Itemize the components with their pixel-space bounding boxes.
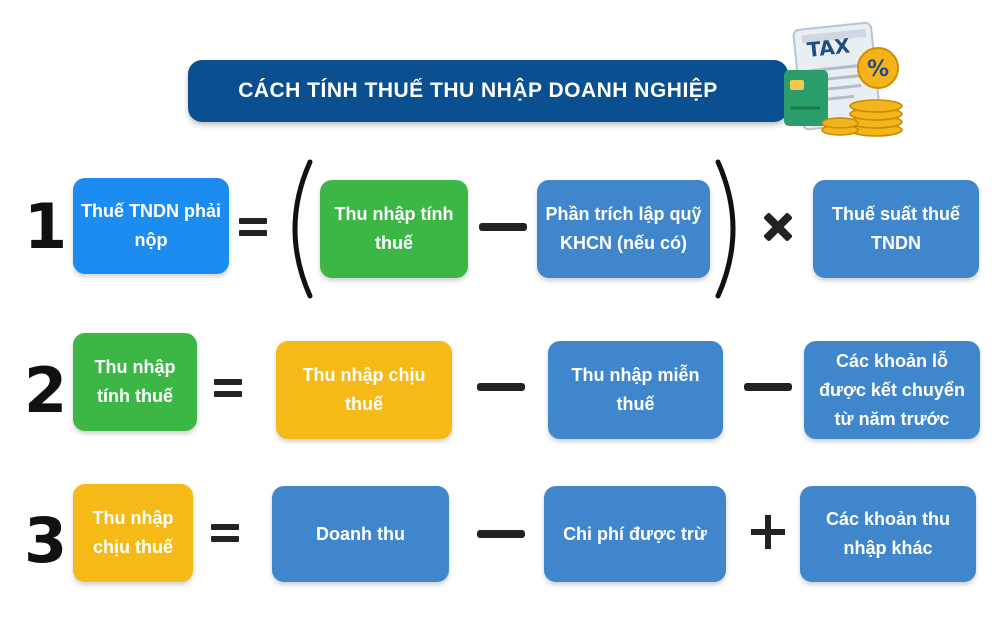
- row-1-number: 1: [24, 190, 68, 263]
- page-title: CÁCH TÍNH THUẾ THU NHẬP DOANH NGHIỆP: [238, 79, 718, 102]
- row-2-result-box: Thu nhập tính thuế: [73, 333, 197, 431]
- row-3-minus-sign: [477, 530, 525, 538]
- row-1-right-parenthesis: [715, 159, 736, 299]
- row-1-term-c-box: Thuế suất thuế TNDN: [813, 180, 979, 278]
- tax-document-icon: TAX %: [784, 21, 903, 137]
- row-1-equals-sign: [239, 218, 267, 236]
- row-1-result-box: Thuế TNDN phải nộp: [73, 178, 229, 274]
- row-2-term-a-box: Thu nhập chịu thuế: [276, 341, 452, 439]
- percent-label: %: [867, 57, 889, 82]
- row-3-number: 3: [24, 504, 68, 577]
- row-2-minus-sign-2: [744, 383, 792, 391]
- row-3-term-c-box: Các khoản thu nhập khác: [800, 486, 976, 582]
- row-1-left-parenthesis: [292, 159, 313, 299]
- tax-label: TAX: [806, 33, 852, 61]
- row-2-minus-sign: [477, 383, 525, 391]
- row-3-term-b-box: Chi phí được trừ: [544, 486, 726, 582]
- row-1-multiply-sign: [761, 210, 795, 244]
- row-1-term-a-box: Thu nhập tính thuế: [320, 180, 468, 278]
- title-banner: CÁCH TÍNH THUẾ THU NHẬP DOANH NGHIỆP: [188, 60, 788, 122]
- row-1-minus-sign: [479, 223, 527, 231]
- row-3-plus-sign: [751, 515, 785, 549]
- row-2-term-c-box: Các khoản lỗ được kết chuyển từ năm trướ…: [804, 341, 980, 439]
- row-2-equals-sign: [214, 379, 242, 397]
- row-3-result-box: Thu nhập chịu thuế: [73, 484, 193, 582]
- row-3-equals-sign: [211, 524, 239, 542]
- row-2-term-b-box: Thu nhập miễn thuế: [548, 341, 723, 439]
- row-3-term-a-box: Doanh thu: [272, 486, 449, 582]
- row-2-number: 2: [24, 354, 68, 427]
- row-1-term-b-box: Phần trích lập quỹ KHCN (nếu có): [537, 180, 710, 278]
